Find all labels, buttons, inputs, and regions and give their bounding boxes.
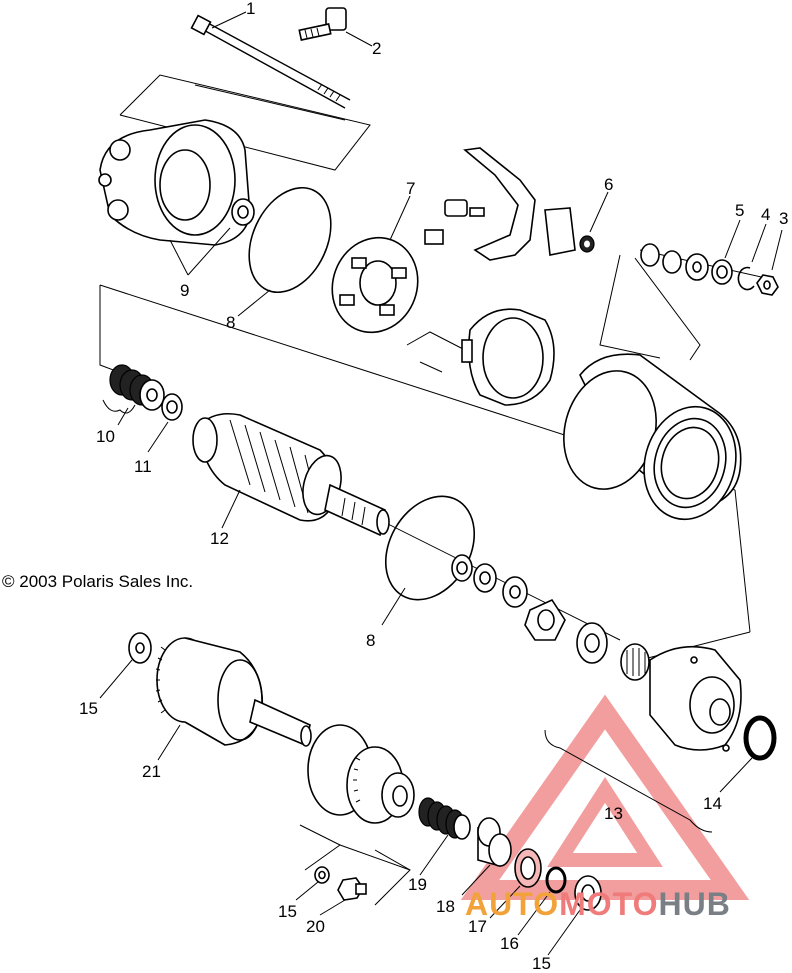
stop-collar xyxy=(477,817,512,868)
short-bolt xyxy=(298,7,347,41)
needle-bearing xyxy=(620,643,650,681)
callout-21: 21 xyxy=(142,762,161,781)
front-seal xyxy=(743,715,777,761)
watermark-hub: HUB xyxy=(658,886,731,922)
callout-6: 6 xyxy=(604,175,614,194)
callout-12: 12 xyxy=(210,529,229,548)
snap-ring xyxy=(545,866,567,894)
cover-bracket xyxy=(544,729,713,833)
bearing-retainer xyxy=(524,598,566,641)
armature-washer xyxy=(161,393,183,421)
watermark-moto: MOTO xyxy=(559,886,659,922)
watermark-auto: AUTO xyxy=(465,886,560,922)
callout-20: 20 xyxy=(306,917,325,936)
pinion-nut xyxy=(337,877,367,901)
callout-15-upper: 15 xyxy=(79,699,98,718)
o-ring-lower xyxy=(384,495,476,601)
o-ring-upper xyxy=(248,186,332,294)
overrunning-clutch xyxy=(307,724,415,824)
brush-holder-ring xyxy=(461,308,555,406)
front-end-cover xyxy=(649,645,742,752)
callout-8-lower: 8 xyxy=(366,631,376,650)
stop-ring xyxy=(514,848,542,888)
callout-9: 9 xyxy=(180,281,190,300)
through-bolt xyxy=(190,14,351,109)
callout-5: 5 xyxy=(735,201,745,220)
callout-15-middle: 15 xyxy=(278,902,297,921)
callout-2: 2 xyxy=(372,39,382,58)
callout-7: 7 xyxy=(406,179,416,198)
thrust-washer-lower xyxy=(574,875,602,911)
armature xyxy=(192,412,390,537)
callout-14: 14 xyxy=(703,794,722,813)
brush-holder-plate xyxy=(331,236,419,334)
brush-nut xyxy=(579,235,595,253)
watermark-logo: AUTOMOTOHUB xyxy=(465,886,731,923)
thrust-washer-upper xyxy=(128,632,152,664)
callout-11: 11 xyxy=(134,457,152,476)
callout-3: 3 xyxy=(779,209,789,228)
spring-pack xyxy=(102,364,165,414)
motor-yoke xyxy=(563,353,742,521)
callout-15-lower: 15 xyxy=(532,954,551,973)
output-shaft-gear xyxy=(155,637,312,747)
leader-lines xyxy=(99,11,783,956)
callout-4: 4 xyxy=(761,205,771,224)
callout-10: 10 xyxy=(96,427,115,446)
brush-assembly xyxy=(424,147,576,261)
callout-8-upper: 8 xyxy=(226,313,236,332)
rear-end-cover xyxy=(98,119,255,246)
pinion-washer xyxy=(314,866,330,884)
shim-washers xyxy=(451,554,528,608)
callout-18: 18 xyxy=(436,897,455,916)
ball-bearing xyxy=(576,622,608,664)
callout-17: 17 xyxy=(468,917,487,936)
terminal-washers xyxy=(640,243,779,296)
callout-19: 19 xyxy=(408,875,427,894)
watermark-triangle xyxy=(460,694,750,900)
callout-1: 1 xyxy=(246,0,256,18)
clutch-spring xyxy=(418,797,471,840)
copyright-notice: © 2003 Polaris Sales Inc. xyxy=(2,572,194,591)
callout-16: 16 xyxy=(500,934,519,953)
callout-13: 13 xyxy=(604,804,623,823)
